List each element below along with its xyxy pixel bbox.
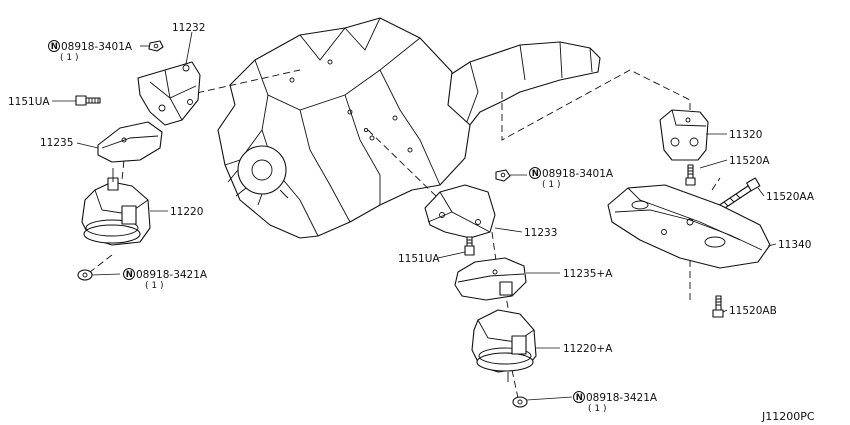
bolt-1151ua-left: [75, 95, 101, 106]
bolt-11520ab: [712, 295, 724, 318]
engine-mount-11220: [81, 168, 151, 246]
nut-bottom-center: [512, 396, 528, 408]
label-11320: 11320: [729, 129, 762, 141]
label-nut-mid: 08918-3401A: [542, 168, 614, 180]
label-nut-top-left-qty: ( 1 ): [60, 53, 78, 63]
heat-insulator-11235: [97, 121, 163, 163]
label-11340: 11340: [778, 239, 811, 251]
label-11520aa: 11520AA: [766, 191, 815, 203]
heat-insulator-11235a: [454, 257, 527, 301]
nut-top-left: [148, 40, 164, 52]
label-11520a: 11520A: [729, 155, 770, 167]
label-11235: 11235: [40, 137, 73, 149]
nut-center: [495, 169, 511, 182]
circled-n-icon: N: [48, 40, 60, 52]
figure-reference: J11200PC: [761, 410, 815, 423]
circled-n-icon: N: [529, 167, 541, 179]
label-11232: 11232: [172, 22, 205, 34]
bracket-11233: [424, 184, 496, 239]
bracket-11232: [137, 61, 201, 126]
label-nut-bottom-mid: 08918-3421A: [586, 392, 658, 404]
label-nut-bottom-left: 08918-3421A: [136, 269, 208, 281]
bolt-11520a: [685, 164, 696, 186]
label-11220: 11220: [170, 206, 203, 218]
label-nut-mid-qty: ( 1 ): [542, 180, 560, 190]
label-1151ua-mid: 1151UA: [398, 253, 440, 265]
label-1151ua-left: 1151UA: [8, 96, 50, 108]
svg-text:N: N: [532, 169, 539, 179]
label-nut-bottom-mid-qty: ( 1 ): [588, 404, 606, 414]
label-11235a: 11235+A: [563, 268, 613, 280]
nut-bottom-left: [77, 269, 93, 281]
circled-n-icon: N: [123, 268, 135, 280]
label-11233: 11233: [524, 227, 557, 239]
rear-mount-11320: [659, 109, 709, 161]
svg-text:N: N: [126, 270, 133, 280]
svg-text:N: N: [576, 393, 583, 403]
label-11520ab: 11520AB: [729, 305, 777, 317]
leader-lines: [52, 31, 777, 401]
bolt-1151ua-center: [464, 236, 475, 256]
svg-text:N: N: [51, 42, 58, 52]
label-nut-top-left: 08918-3401A: [61, 41, 133, 53]
engine-assembly: [217, 17, 601, 239]
circled-n-icon: N: [573, 391, 585, 403]
crossmember-11340: [607, 184, 771, 269]
bolt-11520aa: [717, 177, 761, 211]
label-nut-bottom-left-qty: ( 1 ): [145, 281, 163, 291]
label-11220a: 11220+A: [563, 343, 613, 355]
engine-mount-11220a: [471, 309, 537, 382]
